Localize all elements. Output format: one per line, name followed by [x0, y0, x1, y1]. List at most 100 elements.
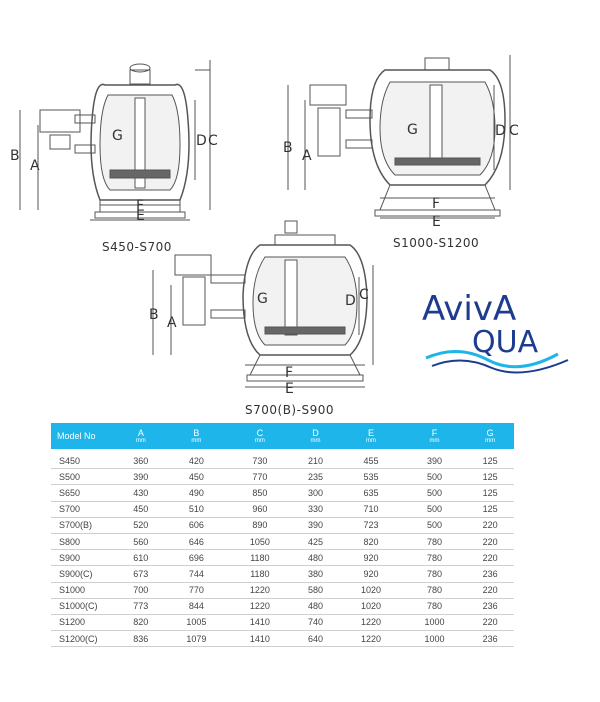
- value-cell: 220: [466, 549, 514, 567]
- value-cell: 780: [402, 549, 467, 567]
- dim-label-g: G: [112, 128, 123, 144]
- dim-label-e: E: [285, 381, 294, 397]
- dim-label-d: D: [196, 133, 207, 149]
- dim-label-b: B: [149, 307, 159, 323]
- value-cell: 920: [339, 549, 403, 567]
- value-cell: 425: [291, 533, 340, 551]
- value-cell: 696: [164, 549, 229, 567]
- dim-label-c: C: [208, 133, 218, 149]
- value-cell: 420: [164, 449, 229, 470]
- wave-icon: [425, 349, 559, 369]
- value-cell: 1020: [339, 582, 403, 599]
- value-cell: 380: [291, 565, 340, 583]
- value-cell: 125: [466, 501, 514, 518]
- dim-label-c: C: [509, 123, 519, 139]
- value-cell: 1180: [228, 549, 292, 567]
- value-cell: 1180: [228, 565, 292, 583]
- value-cell: 744: [164, 565, 229, 583]
- value-cell: 236: [466, 630, 514, 648]
- model-cell: S700: [51, 501, 117, 518]
- value-cell: 844: [164, 598, 229, 615]
- value-cell: 520: [117, 517, 165, 534]
- value-cell: 430: [117, 484, 165, 502]
- dim-label-b: B: [10, 148, 20, 164]
- value-cell: 780: [402, 582, 467, 599]
- dim-label-a: A: [167, 315, 177, 331]
- dim-label-d: D: [495, 123, 506, 139]
- value-cell: 450: [164, 468, 229, 486]
- value-cell: 700: [117, 582, 165, 599]
- dim-label-f: F: [285, 365, 293, 381]
- value-cell: 450: [117, 501, 165, 518]
- value-cell: 820: [339, 533, 403, 551]
- value-cell: 780: [402, 565, 467, 583]
- dim-label-f: F: [432, 196, 440, 212]
- value-cell: 390: [291, 517, 340, 534]
- value-cell: 740: [291, 614, 340, 632]
- model-cell: S1000: [51, 582, 117, 599]
- value-cell: 820: [117, 614, 165, 632]
- value-cell: 1050: [228, 533, 292, 551]
- model-cell: S900: [51, 549, 117, 567]
- value-cell: 455: [339, 449, 403, 470]
- value-cell: 220: [466, 517, 514, 534]
- diagram-caption-3: S700(B)-S900: [245, 403, 334, 417]
- header-model: Model No: [51, 423, 117, 449]
- value-cell: 850: [228, 484, 292, 502]
- value-cell: 770: [228, 468, 292, 486]
- value-cell: 390: [402, 449, 467, 470]
- value-cell: 300: [291, 484, 340, 502]
- model-cell: S450: [51, 449, 117, 470]
- value-cell: 1005: [164, 614, 229, 632]
- value-cell: 125: [466, 449, 514, 470]
- diagram-caption-2: S1000-S1200: [393, 236, 480, 250]
- value-cell: 770: [164, 582, 229, 599]
- value-cell: 635: [339, 484, 403, 502]
- value-cell: 1000: [402, 630, 467, 648]
- value-cell: 610: [117, 549, 165, 567]
- dim-label-g: G: [407, 122, 418, 138]
- model-cell: S650: [51, 484, 117, 502]
- value-cell: 1410: [228, 630, 292, 648]
- dim-label-e: E: [432, 214, 441, 230]
- diagram-caption-1: S450-S700: [102, 240, 172, 254]
- value-cell: 390: [117, 468, 165, 486]
- value-cell: 1079: [164, 630, 229, 648]
- value-cell: 535: [339, 468, 403, 486]
- value-cell: 780: [402, 533, 467, 551]
- value-cell: 890: [228, 517, 292, 534]
- value-cell: 646: [164, 533, 229, 551]
- value-cell: 773: [117, 598, 165, 615]
- logo-text-top: AvivA: [422, 289, 516, 329]
- model-cell: S800: [51, 533, 117, 551]
- value-cell: 220: [466, 582, 514, 599]
- value-cell: 490: [164, 484, 229, 502]
- model-cell: S900(C): [51, 565, 117, 583]
- dim-label-d: D: [345, 293, 356, 309]
- dim-label-c: C: [359, 287, 369, 303]
- value-cell: 960: [228, 501, 292, 518]
- model-cell: S1200: [51, 614, 117, 632]
- value-cell: 1220: [339, 614, 403, 632]
- dim-label-g: G: [257, 291, 268, 307]
- dim-label-a: A: [30, 158, 40, 174]
- filter-diagram-s1000-s1200: B A C D E F G: [283, 55, 519, 230]
- value-cell: 500: [402, 484, 467, 502]
- value-cell: 606: [164, 517, 229, 534]
- value-cell: 560: [117, 533, 165, 551]
